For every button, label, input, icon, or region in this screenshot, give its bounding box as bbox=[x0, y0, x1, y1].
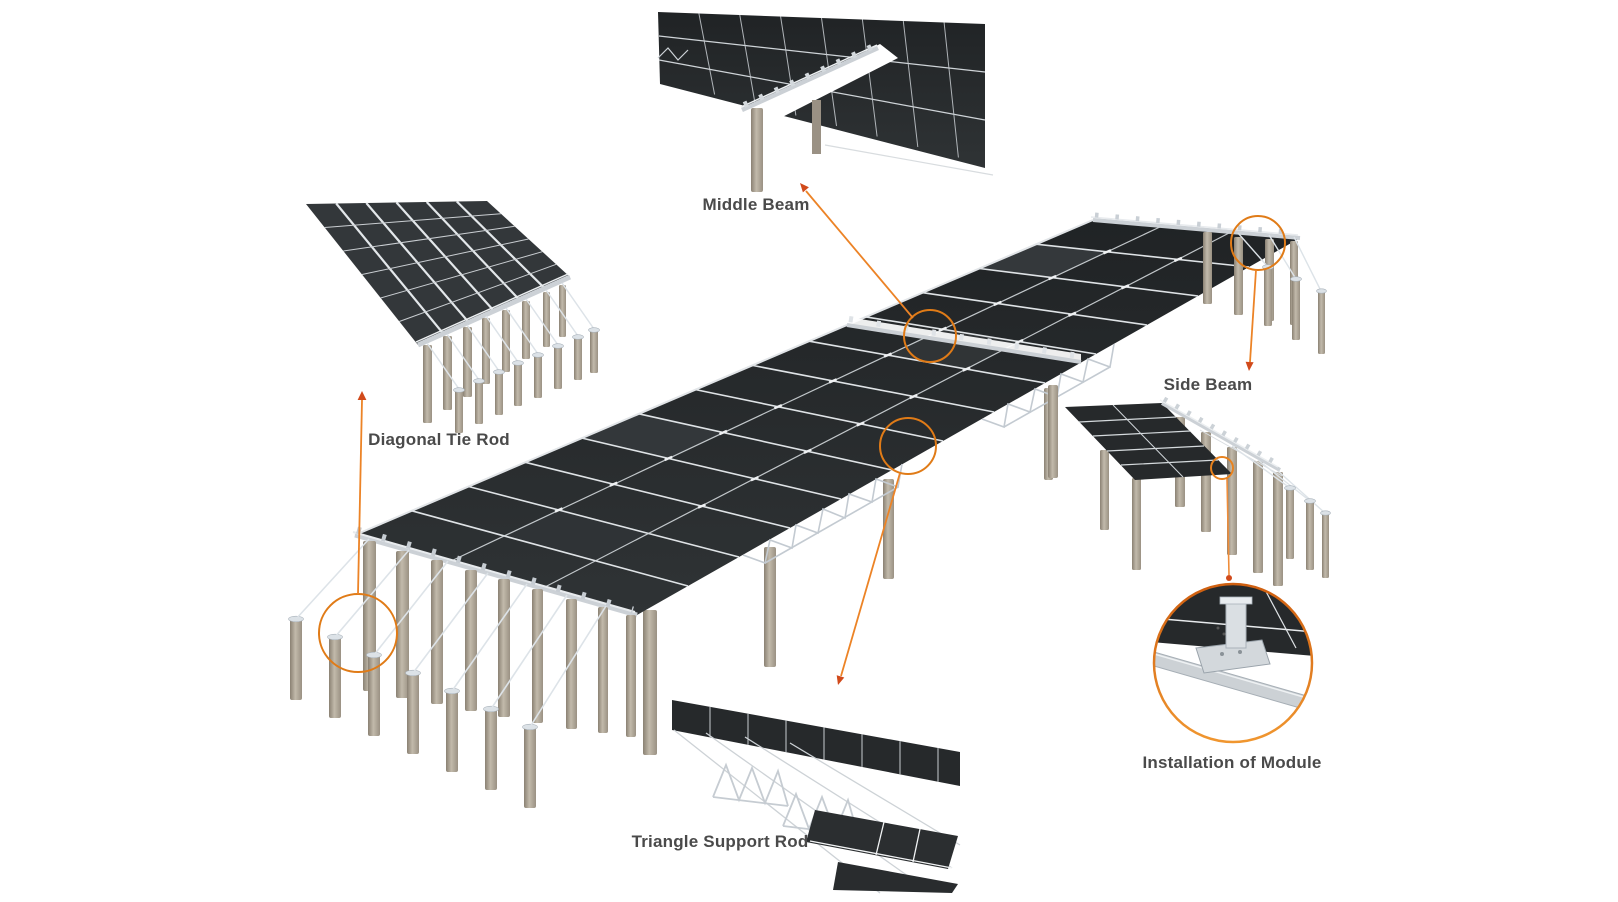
callout-circle-module-clamp bbox=[1210, 456, 1234, 480]
label-triangle-support-rod: Triangle Support Rod bbox=[631, 832, 809, 851]
module-installation-magnifier bbox=[1152, 582, 1314, 744]
callout-circle-middle-beam bbox=[903, 309, 957, 363]
callout-arrow-triangle-support bbox=[836, 472, 901, 685]
callout-arrow-side-beam bbox=[1245, 269, 1257, 371]
bracket-dashes bbox=[554, 249, 1183, 513]
magnifier-ring bbox=[1152, 582, 1314, 744]
side-beam-inset bbox=[1048, 385, 1331, 586]
inset-tie-rods bbox=[426, 282, 595, 390]
middle-beam-inset bbox=[657, 12, 994, 192]
main-tie-rods-left bbox=[295, 538, 607, 728]
callout-annotations bbox=[318, 183, 1286, 685]
inset-front-piles bbox=[455, 329, 598, 433]
inset-front-beam bbox=[415, 273, 572, 348]
left-end-beam bbox=[352, 526, 638, 618]
callout-arrow-diagonal-tie bbox=[357, 391, 367, 595]
module-rail bbox=[1154, 651, 1312, 713]
main-right-piles bbox=[1203, 232, 1327, 354]
underside-rails bbox=[673, 729, 961, 894]
main-left-front-piles bbox=[288, 615, 538, 808]
label-installation-of-module: Installation of Module bbox=[1142, 753, 1322, 772]
main-left-back-piles bbox=[363, 541, 636, 737]
callout-circle-diagonal-tie bbox=[318, 593, 398, 673]
diagonal-tie-rod-inset bbox=[306, 200, 600, 433]
callout-arrow-middle-beam bbox=[800, 183, 914, 319]
label-side-beam: Side Beam bbox=[1163, 375, 1253, 394]
main-back-edge bbox=[354, 219, 1094, 536]
right-end-beam bbox=[1090, 212, 1301, 240]
main-purlins bbox=[448, 225, 1232, 589]
callout-circle-side-beam bbox=[1230, 215, 1286, 271]
main-structure bbox=[288, 212, 1327, 808]
module-clamp bbox=[1219, 596, 1253, 649]
inset-middle-beam bbox=[740, 42, 879, 113]
callout-line-module-magnifier bbox=[1226, 478, 1232, 581]
triangle-support-rod-inset bbox=[672, 700, 961, 894]
end-truss-mark bbox=[657, 47, 689, 61]
label-middle-beam: Middle Beam bbox=[702, 195, 810, 214]
callout-circle-triangle-support bbox=[879, 417, 937, 475]
label-diagonal-tie-rod: Diagonal Tie Rod bbox=[368, 430, 510, 449]
